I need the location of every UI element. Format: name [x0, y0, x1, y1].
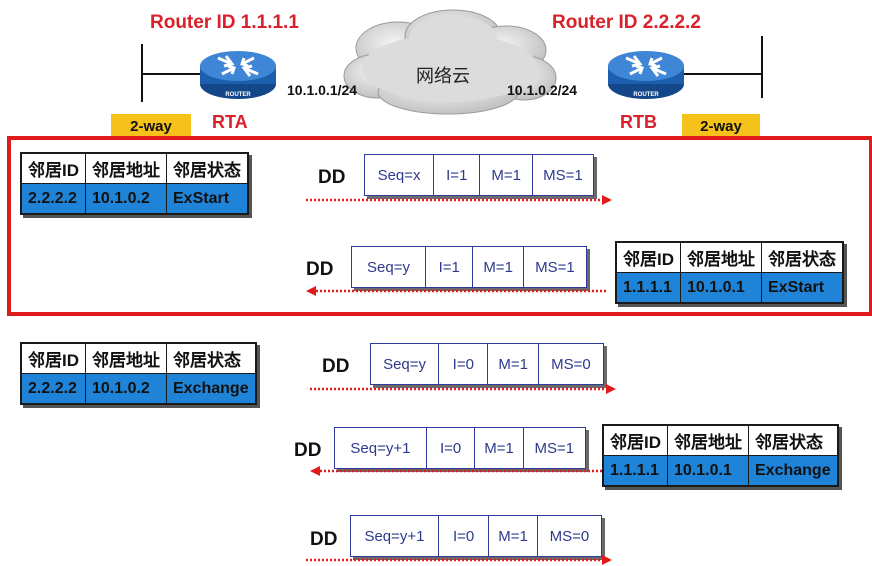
dd-packet-5: Seq=y+1 I=0 M=1 MS=0	[350, 515, 602, 557]
cloud-label: 网络云	[416, 66, 470, 86]
dd-label-1: DD	[318, 167, 346, 188]
header-neighbor-addr: 邻居地址	[680, 241, 762, 273]
neighbor-id-cell: 2.2.2.2	[20, 183, 86, 215]
rtb-icon-label: ROUTER	[633, 92, 659, 98]
arrow-right-1	[306, 195, 612, 205]
header-neighbor-id: 邻居ID	[615, 241, 681, 273]
neighbor-addr-cell: 10.1.0.1	[680, 272, 762, 304]
table-row: 2.2.2.2 10.1.0.2 ExStart	[20, 183, 249, 215]
table-row: 2.2.2.2 10.1.0.2 Exchange	[20, 373, 257, 405]
rtb-ip-address: 10.1.0.2/24	[507, 82, 578, 98]
arrow-left-2	[306, 286, 608, 296]
table-header-row: 邻居ID 邻居地址 邻居状态	[602, 424, 839, 456]
pkt1-i: I=1	[434, 155, 481, 195]
rta-2way-badge: 2-way	[111, 114, 191, 138]
pkt1-m: M=1	[480, 155, 533, 195]
pkt1-seq: Seq=x	[365, 155, 435, 195]
dd-label-2: DD	[306, 259, 334, 280]
dd-packet-3: Seq=y I=0 M=1 MS=0	[370, 343, 604, 385]
pkt5-seq: Seq=y+1	[351, 516, 439, 556]
table-row: 1.1.1.1 10.1.0.1 Exchange	[602, 455, 839, 487]
neighbor-addr-cell: 10.1.0.1	[667, 455, 749, 487]
pkt4-ms: MS=1	[534, 439, 575, 457]
neighbor-id-cell: 1.1.1.1	[602, 455, 668, 487]
arrow-right-3	[310, 384, 616, 394]
pkt5-ms: MS=0	[549, 527, 590, 545]
pkt3-i: I=0	[439, 344, 489, 384]
neighbor-id-cell: 1.1.1.1	[615, 272, 681, 304]
rta-neighbor-table-exstart: 邻居ID 邻居地址 邻居状态 2.2.2.2 10.1.0.2 ExStart	[20, 152, 249, 215]
pkt5-i: I=0	[439, 516, 490, 556]
dd-label-5: DD	[310, 529, 338, 550]
arrow-left-4	[310, 466, 604, 476]
arrow-right-5	[306, 555, 612, 565]
rtb-router-id: Router ID 2.2.2.2	[552, 12, 701, 33]
neighbor-addr-cell: 10.1.0.2	[85, 183, 167, 215]
header-neighbor-addr: 邻居地址	[85, 152, 167, 184]
header-neighbor-addr: 邻居地址	[85, 342, 167, 374]
table-row: 1.1.1.1 10.1.0.1 ExStart	[615, 272, 844, 304]
header-neighbor-id: 邻居ID	[20, 342, 86, 374]
neighbor-state-cell: Exchange	[165, 373, 257, 405]
rta-ip-address: 10.1.0.1/24	[287, 82, 358, 98]
rta-icon-label: ROUTER	[225, 92, 251, 98]
dd-packet-4: Seq=y+1 I=0 M=1 MS=1	[334, 427, 586, 469]
neighbor-addr-cell: 10.1.0.2	[85, 373, 167, 405]
rtb-2way-badge: 2-way	[682, 114, 760, 138]
neighbor-state-cell: ExStart	[761, 272, 844, 304]
pkt3-m: M=1	[488, 344, 539, 384]
exstart-highlight-frame	[7, 136, 872, 316]
header-neighbor-state: 邻居状态	[165, 342, 257, 374]
table-header-row: 邻居ID 邻居地址 邻居状态	[20, 342, 257, 374]
rta-neighbor-table-exchange: 邻居ID 邻居地址 邻居状态 2.2.2.2 10.1.0.2 Exchange	[20, 342, 257, 405]
rta-router-id: Router ID 1.1.1.1	[150, 12, 299, 33]
header-neighbor-state: 邻居状态	[747, 424, 839, 456]
header-neighbor-id: 邻居ID	[602, 424, 668, 456]
header-neighbor-state: 邻居状态	[166, 152, 249, 184]
pkt4-seq: Seq=y+1	[335, 428, 427, 468]
rtb-router-icon: ROUTER	[608, 51, 684, 99]
table-header-row: 邻居ID 邻居地址 邻居状态	[615, 241, 844, 273]
rtb-neighbor-table-exchange: 邻居ID 邻居地址 邻居状态 1.1.1.1 10.1.0.1 Exchange	[602, 424, 839, 487]
pkt5-m: M=1	[489, 516, 538, 556]
pkt3-seq: Seq=y	[371, 344, 440, 384]
header-neighbor-state: 邻居状态	[761, 241, 844, 273]
dd-label-4: DD	[294, 440, 322, 461]
rta-link-line	[141, 73, 239, 75]
dd-packet-2: Seq=y I=1 M=1 MS=1	[351, 246, 587, 288]
pkt2-seq: Seq=y	[352, 247, 427, 287]
pkt4-m: M=1	[475, 428, 524, 468]
neighbor-id-cell: 2.2.2.2	[20, 373, 86, 405]
pkt1-ms: MS=1	[543, 166, 583, 184]
network-cloud-icon	[343, 9, 557, 115]
rtb-name: RTB	[620, 112, 657, 132]
neighbor-state-cell: Exchange	[747, 455, 839, 487]
pkt2-m: M=1	[473, 247, 524, 287]
neighbor-state-cell: ExStart	[166, 183, 249, 215]
table-header-row: 邻居ID 邻居地址 邻居状态	[20, 152, 249, 184]
pkt3-ms: MS=0	[551, 355, 591, 373]
rtb-end-line	[761, 36, 763, 98]
header-neighbor-id: 邻居ID	[20, 152, 86, 184]
header-neighbor-addr: 邻居地址	[667, 424, 749, 456]
pkt2-i: I=1	[426, 247, 474, 287]
rta-router-icon: ROUTER	[200, 51, 276, 99]
rtb-neighbor-table-exstart: 邻居ID 邻居地址 邻居状态 1.1.1.1 10.1.0.1 ExStart	[615, 241, 844, 304]
dd-label-3: DD	[322, 356, 350, 377]
rtb-link-line	[648, 73, 763, 75]
pkt2-ms: MS=1	[535, 258, 575, 276]
rta-name: RTA	[212, 112, 248, 132]
pkt4-i: I=0	[427, 428, 476, 468]
dd-packet-1: Seq=x I=1 M=1 MS=1	[364, 154, 594, 196]
